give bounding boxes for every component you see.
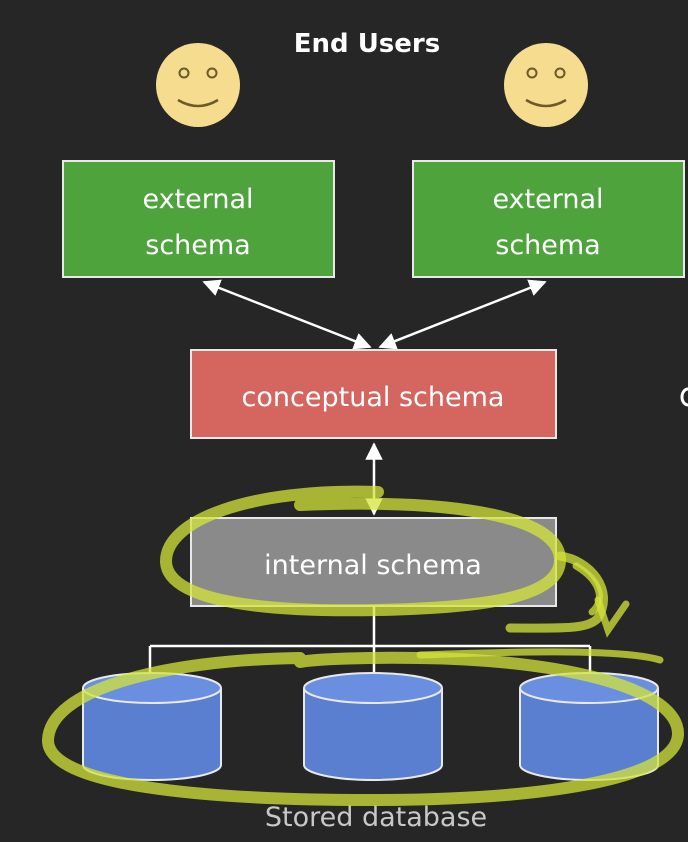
edge-fragment-mark — [680, 387, 688, 407]
internal-schema-box: internal schema — [190, 517, 557, 607]
highlight-annotation-internal — [159, 485, 630, 638]
internal-schema-label: internal schema — [264, 550, 482, 581]
arrow-external-right-conceptual — [378, 279, 547, 350]
end-users-label: End Users — [294, 29, 440, 59]
database-cylinder-icon — [519, 672, 659, 781]
conceptual-schema-box: conceptual schema — [190, 349, 557, 439]
external-schema-left-line1: external — [142, 184, 253, 215]
external-schema-right-box: external schema — [412, 160, 685, 278]
external-schema-right-line2: schema — [495, 230, 600, 261]
conceptual-schema-label: conceptual schema — [242, 382, 505, 413]
arrow-external-left-conceptual — [202, 279, 372, 350]
external-schema-left-box: external schema — [62, 160, 335, 278]
stored-database-label: Stored database — [265, 802, 487, 833]
external-schema-right-line1: external — [492, 184, 603, 215]
database-cylinder-icon — [303, 672, 443, 781]
smiley-face-icon — [156, 43, 240, 127]
external-schema-left-line2: schema — [145, 230, 250, 261]
highlight-annotation-databases — [41, 648, 685, 807]
smiley-face-icon — [504, 43, 588, 127]
